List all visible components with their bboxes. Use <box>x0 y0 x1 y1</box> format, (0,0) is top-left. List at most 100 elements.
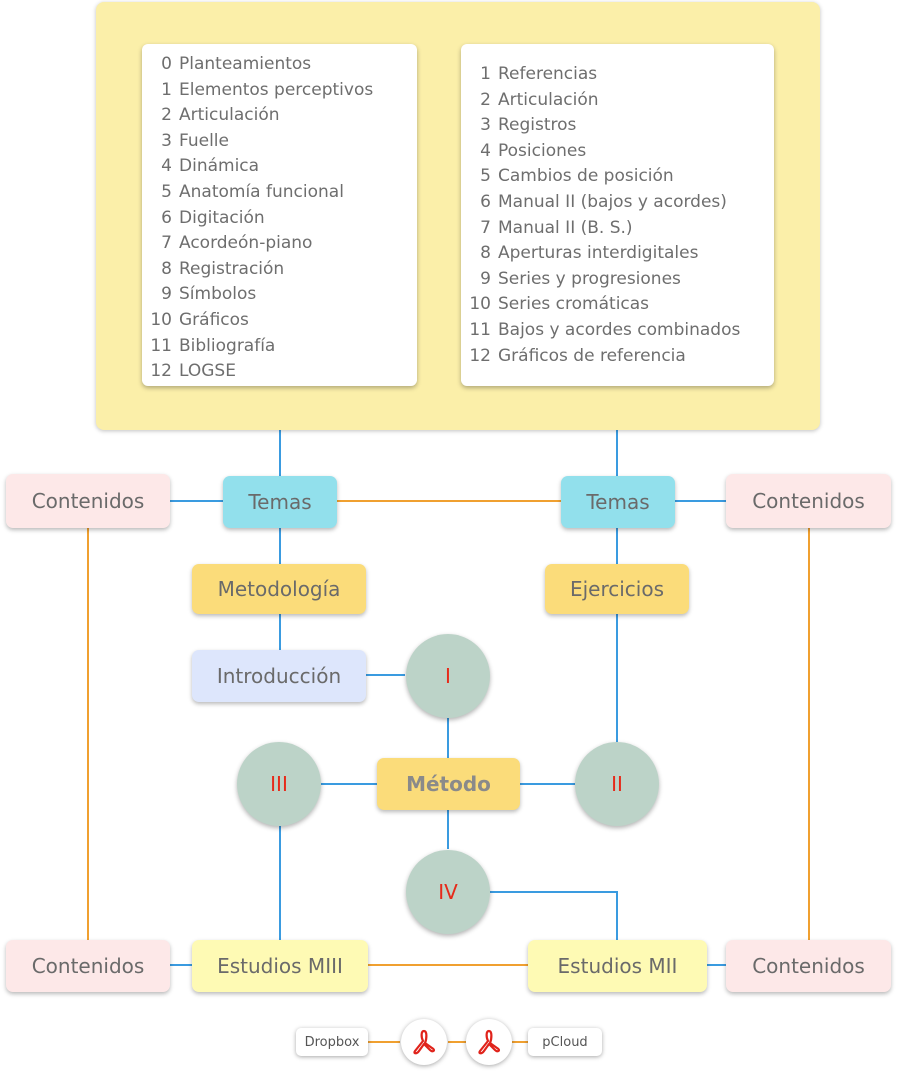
list-item-label: Cambios de posición <box>498 166 674 187</box>
introduccion-box[interactable]: Introducción <box>192 650 366 702</box>
list-item-label: Articulación <box>498 89 599 110</box>
list-item-number: 4 <box>480 140 491 161</box>
dropbox-link[interactable]: Dropbox <box>296 1028 368 1056</box>
list-item-label: Series cromáticas <box>498 294 650 315</box>
list-item[interactable]: 0 Planteamientos <box>142 52 417 78</box>
list-item[interactable]: 2 Articulación <box>142 103 417 129</box>
list-item[interactable]: 4 Posiciones <box>461 139 774 165</box>
list-item-number: 10 <box>469 294 491 315</box>
list-item-number: 7 <box>161 233 172 254</box>
temas-right[interactable]: Temas <box>561 476 675 528</box>
list-item-number: 9 <box>161 284 172 305</box>
list-item[interactable]: 11 Bajos y acordes combinados <box>461 318 774 344</box>
circle-iv[interactable]: IV <box>406 850 490 934</box>
list-item-number: 5 <box>480 166 491 187</box>
list-item[interactable]: 9 Series y progresiones <box>461 267 774 293</box>
list-item[interactable]: 10 Series cromáticas <box>461 292 774 318</box>
list-item-label: Posiciones <box>498 140 587 161</box>
temas-list-right: 1 Referencias 2 Articulación 3 Registros 4 Posi… <box>461 44 774 386</box>
list-item-number: 2 <box>480 89 491 110</box>
contenidos-bottom-left[interactable]: Contenidos <box>6 940 170 992</box>
list-item-number: 6 <box>161 207 172 228</box>
estudios-miii-box[interactable]: Estudios MIII <box>192 940 368 992</box>
list-item-number: 11 <box>150 335 172 356</box>
list-item[interactable]: 8 Aperturas interdigitales <box>461 241 774 267</box>
list-item[interactable]: 6 Digitación <box>142 206 417 232</box>
list-item-label: Manual II (bajos y acordes) <box>498 191 727 212</box>
blue-connectors <box>170 386 726 966</box>
list-item-number: 9 <box>480 268 491 289</box>
list-item-number: 6 <box>480 191 491 212</box>
list-item-number: 1 <box>480 64 491 84</box>
list-item-label: Digitación <box>179 207 265 228</box>
list-item[interactable]: 11 Bibliografía <box>142 334 417 360</box>
list-item-label: Símbolos <box>179 284 257 305</box>
circle-iii[interactable]: III <box>237 742 321 826</box>
list-item[interactable]: 7 Manual II (B. S.) <box>461 216 774 242</box>
list-item-number: 4 <box>161 156 172 177</box>
list-item-label: Referencias <box>498 64 598 84</box>
circle-i[interactable]: I <box>406 634 490 718</box>
list-item[interactable]: 5 Anatomía funcional <box>142 180 417 206</box>
contenidos-top-left[interactable]: Contenidos <box>6 474 170 528</box>
list-item-label: Fuelle <box>179 130 229 151</box>
ejercicios-box[interactable]: Ejercicios <box>545 564 689 614</box>
list-item-number: 7 <box>480 217 491 238</box>
list-item-label: Bibliografía <box>179 335 276 356</box>
contenidos-bottom-right[interactable]: Contenidos <box>726 940 891 992</box>
list-item-label: Aperturas interdigitales <box>498 243 699 264</box>
list-item-number: 8 <box>161 258 172 279</box>
list-item[interactable]: 6 Manual II (bajos y acordes) <box>461 190 774 216</box>
list-item-label: Series y progresiones <box>498 268 681 289</box>
list-item-number: 12 <box>150 361 172 382</box>
list-item-label: Acordeón-piano <box>179 233 313 254</box>
list-item[interactable]: 3 Fuelle <box>142 129 417 155</box>
list-item[interactable]: 3 Registros <box>461 113 774 139</box>
acrobat-icon <box>413 1029 436 1055</box>
metodo-box[interactable]: Método <box>377 758 520 810</box>
list-item[interactable]: 5 Cambios de posición <box>461 164 774 190</box>
pdf-icon-left[interactable] <box>401 1019 447 1065</box>
list-item-number: 2 <box>161 105 172 126</box>
list-item-label: Registración <box>179 258 285 279</box>
list-item[interactable]: 12 Gráficos de referencia <box>461 344 774 370</box>
list-item-label: Gráficos <box>179 309 249 330</box>
list-item-number: 12 <box>469 345 491 366</box>
list-item-number: 11 <box>469 319 491 340</box>
list-item[interactable]: 7 Acordeón-piano <box>142 231 417 257</box>
list-item-number: 8 <box>480 243 491 264</box>
list-item-label: Registros <box>498 115 577 136</box>
list-item-label: LOGSE <box>179 361 236 382</box>
list-item-number: 3 <box>480 115 491 136</box>
list-item-number: 3 <box>161 130 172 151</box>
list-item-number: 10 <box>150 309 172 330</box>
list-item-label: Manual II (B. S.) <box>498 217 633 238</box>
list-item[interactable]: 12 LOGSE <box>142 359 417 385</box>
pcloud-link[interactable]: pCloud <box>528 1028 602 1056</box>
list-item-label: Dinámica <box>179 156 260 177</box>
contenidos-top-right[interactable]: Contenidos <box>726 474 891 528</box>
metodologia-box[interactable]: Metodología <box>192 564 366 614</box>
acrobat-icon <box>478 1029 501 1055</box>
list-item-label: Planteamientos <box>179 54 312 74</box>
circle-ii[interactable]: II <box>575 742 659 826</box>
list-item[interactable]: 4 Dinámica <box>142 154 417 180</box>
pdf-icon-right[interactable] <box>466 1019 512 1065</box>
list-item-number: 0 <box>161 54 172 74</box>
list-item[interactable]: 10 Gráficos <box>142 308 417 334</box>
list-item-label: Gráficos de referencia <box>498 345 686 366</box>
temas-left[interactable]: Temas <box>223 476 337 528</box>
list-item[interactable]: 9 Símbolos <box>142 282 417 308</box>
list-item[interactable]: 2 Articulación <box>461 88 774 114</box>
list-item-label: Elementos perceptivos <box>179 79 374 100</box>
list-item[interactable]: 8 Registración <box>142 257 417 283</box>
list-item-label: Bajos y acordes combinados <box>498 319 741 340</box>
estudios-mii-box[interactable]: Estudios MII <box>528 940 707 992</box>
list-item-number: 5 <box>161 181 172 202</box>
list-item[interactable]: 1 Referencias <box>461 62 774 88</box>
list-item-label: Anatomía funcional <box>179 181 344 202</box>
list-item-label: Articulación <box>179 105 280 126</box>
